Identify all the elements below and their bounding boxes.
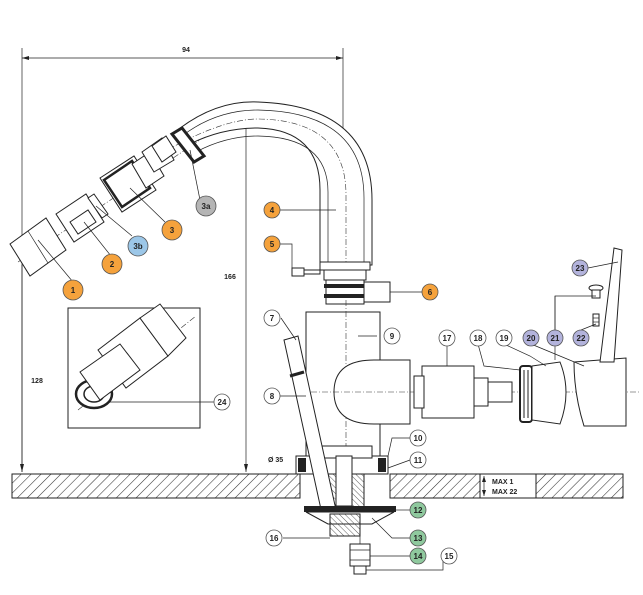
callout-14: 14: [409, 547, 427, 565]
svg-text:16: 16: [270, 534, 279, 543]
svg-text:4: 4: [270, 206, 275, 215]
callout-10: 10: [409, 429, 427, 447]
svg-text:3: 3: [170, 226, 175, 235]
svg-text:2: 2: [110, 260, 115, 269]
svg-text:22: 22: [577, 334, 586, 343]
svg-text:13: 13: [414, 534, 423, 543]
svg-text:3a: 3a: [202, 202, 211, 211]
svg-text:19: 19: [500, 334, 509, 343]
callout-7: 7: [263, 309, 281, 327]
max-thickness-label-1: MAX 1: [492, 479, 514, 486]
max-thickness-label-2: MAX 22: [492, 489, 517, 496]
svg-text:11: 11: [414, 456, 423, 465]
svg-text:15: 15: [445, 552, 454, 561]
dimension-height: 166: [224, 102, 248, 472]
callout-18: 18: [469, 329, 487, 347]
leader-lines: [37, 149, 619, 571]
callout-4: 4: [263, 201, 281, 219]
diameter-label: Ø 35: [268, 457, 283, 464]
callout-3b: 3b: [127, 235, 149, 257]
set-screw: [291, 267, 321, 277]
spout-nut: [319, 261, 391, 305]
svg-text:8: 8: [270, 392, 275, 401]
callout-3: 3: [161, 219, 183, 241]
callout-23: 23: [571, 259, 589, 277]
svg-text:20: 20: [527, 334, 536, 343]
countertop: MAX 1 MAX 22: [11, 473, 624, 499]
callout-21: 21: [546, 329, 564, 347]
callout-13: 13: [409, 529, 427, 547]
svg-text:6: 6: [428, 288, 433, 297]
callout-12: 12: [409, 501, 427, 519]
svg-text:9: 9: [390, 332, 395, 341]
dimension-base-height: 128: [20, 265, 43, 472]
callout-6: 6: [421, 283, 439, 301]
width-label: 94: [182, 47, 190, 54]
svg-text:24: 24: [218, 398, 227, 407]
callout-5: 5: [263, 235, 281, 253]
svg-text:1: 1: [71, 286, 76, 295]
svg-text:17: 17: [443, 334, 452, 343]
callout-3a: 3a: [195, 195, 217, 217]
base-height-label: 128: [31, 378, 43, 385]
cartridge-parts: [413, 247, 627, 427]
callout-9: 9: [383, 327, 401, 345]
aerator-parts: [9, 126, 207, 277]
svg-text:18: 18: [474, 334, 483, 343]
callout-20: 20: [522, 329, 540, 347]
callout-16: 16: [265, 529, 283, 547]
svg-text:5: 5: [270, 240, 275, 249]
svg-text:10: 10: [414, 434, 423, 443]
callout-19: 19: [495, 329, 513, 347]
svg-text:7: 7: [270, 314, 275, 323]
callouts: 1 2 3b 3 3a 4 5 6 7 8 9 10 11 12 13 14 1…: [62, 195, 590, 565]
svg-text:3b: 3b: [133, 242, 142, 251]
callout-17: 17: [438, 329, 456, 347]
callout-8: 8: [263, 387, 281, 405]
svg-text:12: 12: [414, 506, 423, 515]
callout-15: 15: [440, 547, 458, 565]
svg-text:21: 21: [551, 334, 560, 343]
callout-24: 24: [213, 393, 231, 411]
svg-text:14: 14: [414, 552, 423, 561]
detail-inset: [67, 303, 201, 429]
callout-2: 2: [101, 253, 123, 275]
callout-22: 22: [572, 329, 590, 347]
callout-1: 1: [62, 279, 84, 301]
svg-text:23: 23: [576, 264, 585, 273]
mounting-hardware: [304, 506, 396, 575]
spout: [149, 101, 373, 300]
callout-11: 11: [409, 451, 427, 469]
height-label: 166: [224, 274, 236, 281]
